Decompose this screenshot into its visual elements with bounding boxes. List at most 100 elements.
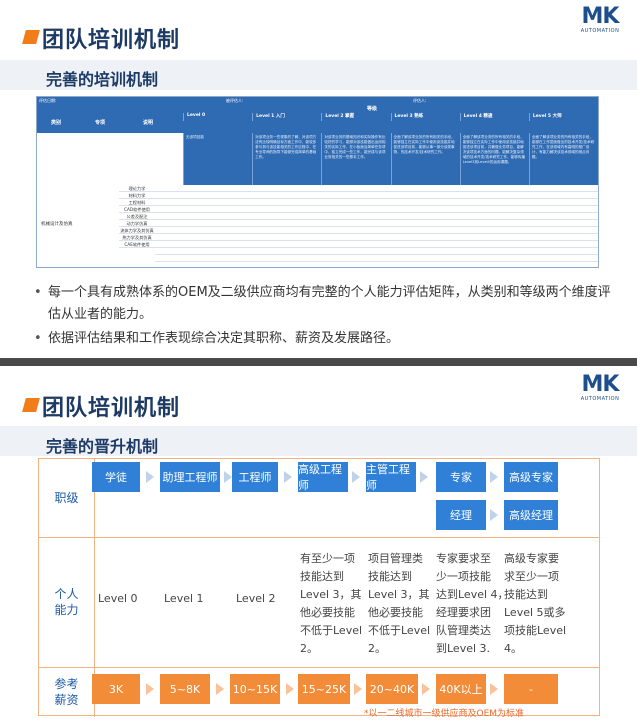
- salary-box: 40K以上: [436, 674, 486, 704]
- ability-level: Level 0: [98, 592, 138, 605]
- arrow-right-icon: [490, 683, 498, 695]
- row-label-salary: 参考薪资: [39, 667, 95, 717]
- row-label-rank: 职级: [39, 459, 95, 537]
- level-description: 无该项技能: [183, 133, 253, 185]
- slide-title: 团队培训机制: [42, 28, 181, 53]
- ability-line: Level 3，其: [300, 588, 362, 601]
- ability-level: Level 2: [236, 592, 276, 605]
- ability-detail: 项目管理类 技能达到 Level 3，其 他必要技能 不低于Level 2。: [368, 550, 430, 658]
- skill-item: 热力学及其仿真: [119, 234, 155, 241]
- rank-engineer: 工程师: [232, 462, 278, 492]
- rank-manager: 经理: [436, 500, 486, 530]
- category-cell: 机械设计及仿真: [41, 222, 73, 227]
- ability-line: 项目管理类: [368, 552, 423, 565]
- logo-text: MK: [581, 372, 620, 397]
- rank-senior-expert: 高级专家: [504, 462, 558, 492]
- arrow-right-icon: [354, 683, 362, 695]
- table-field-evaluator: 评估人:: [413, 98, 427, 103]
- ability-line: 专家要求至: [436, 552, 491, 565]
- skill-item: CAE软件使用: [119, 241, 155, 248]
- table-top-fields: 评估日期: 被评估人: 评估人:: [37, 97, 598, 105]
- ability-line: 不低于Level: [300, 624, 363, 637]
- salary-box: 10~15K: [230, 674, 280, 704]
- salary-box: 15~25K: [298, 674, 350, 704]
- arrow-right-icon: [224, 471, 232, 483]
- ability-line: 少一项技能: [436, 570, 491, 583]
- ability-line: 到Level 3.: [436, 642, 491, 655]
- rank-assistant-engineer: 助理工程师: [160, 462, 220, 492]
- skill-item: 工程材料: [119, 199, 155, 206]
- skill-item: CAD软件使用: [119, 206, 155, 213]
- arrow-right-icon: [422, 683, 430, 695]
- level-header: Level 5 大师: [528, 113, 598, 121]
- ability-line: 项技能Level: [504, 624, 567, 637]
- arrow-right-icon: [216, 683, 224, 695]
- bullet-list: 每一个具有成熟体系的OEM及二级供应商均有完整的个人能力评估矩阵，从类别和等级两…: [34, 282, 614, 352]
- ability-line: 求至少一项: [504, 570, 559, 583]
- slide-title: 团队培训机制: [42, 396, 181, 421]
- skill-item: 流体力学及其仿真: [119, 228, 155, 234]
- ability-line: 他必要技能: [300, 606, 355, 619]
- logo-subtext: AUTOMATION: [580, 28, 620, 34]
- table-header: 等级 类别 专项 说明 Level 0 Level 1 入门 Level 2 掌…: [37, 105, 598, 133]
- logo-text: MK: [581, 4, 620, 29]
- skill-item: 理论力学: [119, 185, 155, 192]
- ability-line: 技能达到: [504, 588, 548, 601]
- level-description: 全面了解该项业务的所有相关的手段，能够独立在实际工作中使用该技能并地促进该项目前…: [459, 133, 529, 185]
- footnote: *以一二线城市一级供应商及OEM为标准: [364, 709, 525, 719]
- skill-item: 材料力学: [119, 192, 155, 199]
- ability-level: Level 1: [164, 592, 204, 605]
- arrow-right-icon: [146, 683, 154, 695]
- row-label-ability: 个人能力: [39, 537, 95, 667]
- skill-item: 动力学仿真: [119, 220, 155, 227]
- table-field-evaluatee: 被评估人:: [226, 98, 244, 103]
- rank-senior-engineer: 高级工程师: [298, 462, 348, 492]
- level-description: 对该项业务一些现象的了解，对该项方法有比较明确目标方面工作中，能较多参与到与该技…: [252, 133, 322, 185]
- ability-line: 他必要技能: [368, 606, 423, 619]
- arrow-right-icon: [286, 683, 294, 695]
- header-grade: 等级: [367, 106, 378, 112]
- slide-training-mechanism: 团队培训机制 MK AUTOMATION 完善的培训机制 评估日期: 被评估人:…: [0, 0, 637, 358]
- arrow-right-icon: [490, 509, 498, 521]
- skill-list: 理论力学 材料力学 工程材料 CAD软件使用 公差及配注 动力学仿真 流体力学及…: [119, 185, 155, 248]
- salary-box: 5~8K: [160, 674, 210, 704]
- subtitle-band: [0, 426, 637, 456]
- ability-line: Level 3，其: [368, 588, 430, 601]
- ability-line: 2。: [368, 642, 386, 655]
- table-grid: [155, 185, 598, 267]
- salary-box: 20~40K: [366, 674, 418, 704]
- slide-separator: [0, 358, 637, 366]
- ability-line: 高级专家要: [504, 552, 559, 565]
- level-description-row: 无该项技能 对该项业务一些现象的了解，对该项方法有比较明确目标方面工作中，能较多…: [183, 133, 599, 185]
- title-marker-icon: [22, 30, 40, 44]
- ability-detail: 有至少一项 技能达到 Level 3，其 他必要技能 不低于Level 2。: [300, 550, 362, 658]
- table-field-date: 评估日期:: [39, 98, 57, 103]
- bullet-item: 每一个具有成熟体系的OEM及二级供应商均有完整的个人能力评估矩阵，从类别和等级两…: [34, 282, 614, 326]
- mk-automation-logo: MK AUTOMATION: [577, 372, 623, 403]
- rank-senior-manager: 高级经理: [504, 500, 558, 530]
- section-subtitle: 完善的培训机制: [46, 70, 159, 89]
- arrow-right-icon: [352, 471, 360, 483]
- table-body: 无该项技能 对该项业务一些现象的了解，对该项方法有比较明确目标方面工作中，能较多…: [37, 133, 599, 267]
- row-divider: [39, 537, 599, 538]
- level-description: 全面了解该项业务的所有相关的手段，能够在工作层面做出的技术开发/技术研究工作，在…: [528, 133, 599, 185]
- ability-detail: 高级专家要 求至少一项 技能达到 Level 5或多 项技能Level 4。: [504, 550, 566, 658]
- level-description: 对该项业务的基础知识和实际操作有比较好的学习，能够对该技能做出运用相关的实际工作…: [321, 133, 391, 185]
- mk-automation-logo: MK AUTOMATION: [577, 4, 623, 35]
- level-description: 全面了解该项业务的所有相关的手段，能够独立在实际工作中使用该技能并地促进该项目前…: [390, 133, 460, 185]
- logo-subtext: AUTOMATION: [580, 396, 620, 402]
- level-header: Level 3 熟练: [390, 113, 460, 121]
- header-description: 说明: [143, 120, 154, 126]
- bullet-item: 依据评估结果和工作表现综合决定其职称、薪资及发展路径。: [34, 328, 614, 350]
- arrow-right-icon: [146, 471, 154, 483]
- ability-line: 2。: [300, 642, 318, 655]
- level-header: Level 1 入门: [252, 113, 321, 121]
- ability-line: 技能达到: [300, 570, 344, 583]
- rank-lead-engineer: 主管工程师: [366, 462, 416, 492]
- header-category: 类别: [51, 120, 62, 126]
- salary-box: 3K: [92, 674, 140, 704]
- title-marker-icon: [22, 398, 40, 412]
- arrow-right-icon: [284, 471, 292, 483]
- salary-box: -: [504, 674, 558, 704]
- slide-promotion-mechanism: 团队培训机制 MK AUTOMATION 完善的晋升机制 职级 个人能力 参考薪…: [0, 366, 637, 726]
